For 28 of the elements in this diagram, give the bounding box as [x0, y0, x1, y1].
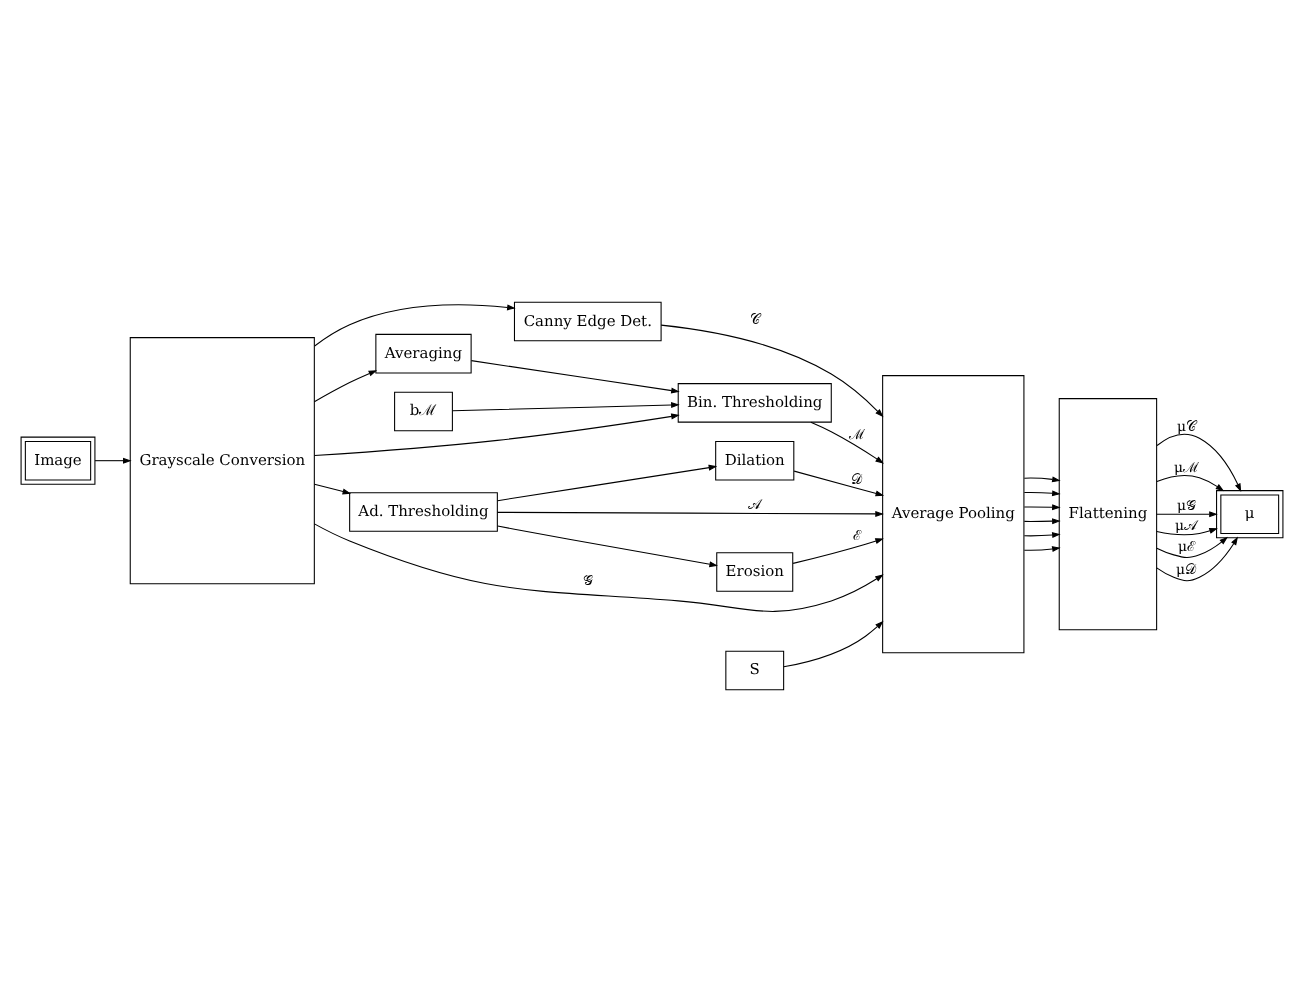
arrow — [810, 420, 884, 463]
arrow — [497, 463, 718, 501]
arrow — [1023, 517, 1061, 524]
arrow — [783, 619, 884, 667]
arrow — [314, 303, 516, 346]
arrow — [1023, 503, 1061, 510]
arrow — [1023, 531, 1061, 538]
arrow — [1156, 432, 1242, 492]
arrow — [1156, 473, 1225, 491]
arrow — [1156, 510, 1218, 517]
arrow — [793, 469, 885, 496]
arrow — [1156, 535, 1228, 558]
arrow — [314, 412, 680, 456]
arrow — [1023, 489, 1061, 496]
arrow — [313, 522, 884, 611]
arrow — [313, 482, 352, 494]
arrow — [313, 369, 378, 402]
arrow — [1156, 527, 1218, 535]
arrow — [792, 537, 884, 563]
arrow — [1023, 545, 1061, 551]
arrow — [470, 359, 680, 393]
arrow — [1023, 475, 1061, 482]
arrow — [452, 401, 680, 411]
arrow — [660, 323, 884, 417]
arrow — [94, 456, 132, 463]
arrow — [496, 509, 884, 516]
arrow — [1156, 535, 1239, 581]
arrow — [497, 524, 718, 567]
